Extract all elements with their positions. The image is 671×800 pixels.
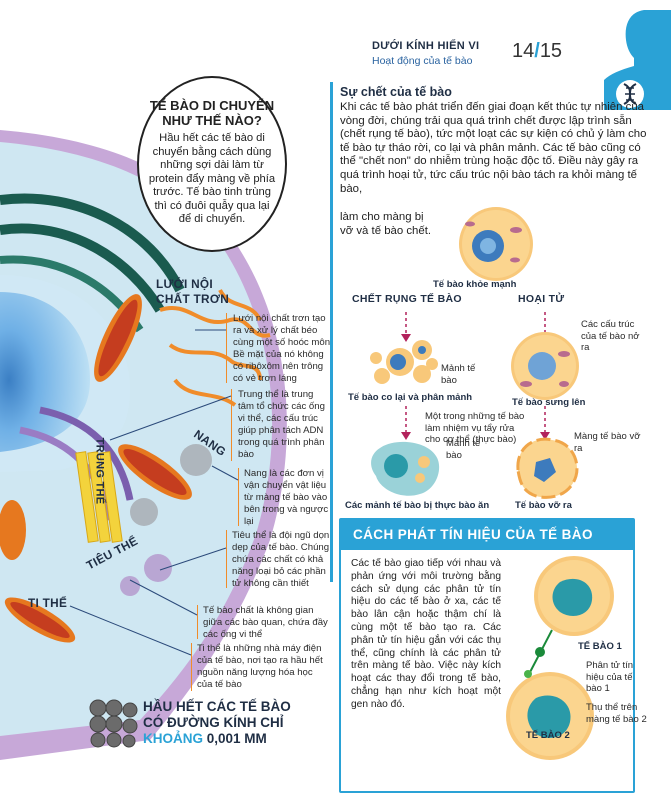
label-burst: Tế bào vỡ ra bbox=[515, 500, 572, 511]
label-receptor: Thụ thể trên màng tế bào 2 bbox=[586, 702, 647, 725]
human-silhouette-icon bbox=[604, 10, 671, 110]
label-phagocyte: Một trong những tế bào làm nhiệm vụ tẩy … bbox=[425, 411, 525, 445]
fact-line-3a: KHOẢNG bbox=[143, 731, 207, 746]
note-mitochondria: Ti thể là những nhà máy điện của tế bào,… bbox=[197, 643, 323, 690]
page-right: 15 bbox=[539, 40, 563, 62]
page-numbers: 14/15 bbox=[512, 40, 562, 63]
cell-cluster-icon bbox=[89, 699, 138, 748]
column-divider bbox=[330, 82, 333, 582]
death-text-2: làm cho màng bị bbox=[340, 211, 424, 223]
label-swollen: Tế bào sưng lên bbox=[512, 397, 586, 408]
note-bar bbox=[226, 530, 227, 588]
label-cell-2: TẾ BÀO 2 bbox=[526, 730, 570, 741]
label-fragment: Mảnh tế bào bbox=[441, 363, 476, 386]
leader-lines bbox=[69, 329, 239, 656]
label-healthy-cell: Tế bào khỏe mạnh bbox=[433, 279, 517, 290]
callout-title: TẾ BÀO DI CHUYỂN NHƯ THẾ NÀO? bbox=[149, 98, 275, 128]
signaling-text: Các tế bào giao tiếp với nhau và phản ứn… bbox=[351, 558, 501, 710]
label-necrosis: HOẠI TỬ bbox=[518, 293, 565, 305]
page-slash: / bbox=[534, 40, 540, 62]
fact-line-2: CÓ ĐƯỜNG KÍNH CHỈ bbox=[143, 715, 284, 730]
note-cytoplasm: Tế bào chất là không gian giữa các bào q… bbox=[203, 605, 328, 640]
label-eaten: Các mảnh tế bào bị thực bào ăn bbox=[345, 500, 490, 511]
note-smooth-er: Lưới nội chất trơn tạo ra và xử lý chất … bbox=[233, 313, 333, 384]
label-mitochondria: TI THỂ bbox=[28, 596, 68, 610]
death-text-3: vỡ và tế bào chết. bbox=[340, 225, 432, 237]
note-centriole: Trung thể là trung tâm tổ chức các ống v… bbox=[238, 389, 325, 460]
fact-cell-size: HẦU HẾT CÁC TẾ BÀO CÓ ĐƯỜNG KÍNH CHỈ KHO… bbox=[143, 699, 291, 747]
signaling-panel: CÁCH PHÁT TÍN HIỆU CỦA TẾ BÀO Các tế bào… bbox=[339, 518, 635, 793]
death-text: Khi các tế bào phát triển đến giai đoạn … bbox=[340, 101, 647, 195]
label-apoptosis: CHẾT RỤNG TẾ BÀO bbox=[352, 293, 462, 305]
callout-cell-movement: TẾ BÀO DI CHUYỂN NHƯ THẾ NÀO? Hầu hết cá… bbox=[137, 76, 287, 252]
fact-line-1: HẦU HẾT CÁC TẾ BÀO bbox=[143, 699, 291, 714]
signaling-header: CÁCH PHÁT TÍN HIỆU CỦA TẾ BÀO bbox=[341, 520, 633, 550]
death-title: Sự chết của tế bào bbox=[340, 85, 452, 99]
note-bar bbox=[197, 605, 198, 639]
note-bar bbox=[191, 643, 192, 691]
label-organelles-swell: Các cấu trúc của tế bào nở ra bbox=[581, 319, 640, 353]
note-vesicle: Nang là các đơn vị vận chuyển vật liệu t… bbox=[244, 468, 329, 527]
chapter-subtitle: Hoạt động của tế bào bbox=[372, 55, 473, 67]
label-signal-molecule: Phân tử tín hiệu của tế bào 1 bbox=[586, 660, 634, 694]
note-bar bbox=[231, 389, 232, 461]
fact-line-3b: 0,001 MM bbox=[206, 731, 267, 746]
cell-illustration bbox=[0, 130, 287, 760]
note-lysosome: Tiêu thể là đội ngũ dọn dẹp của tế bào. … bbox=[232, 530, 330, 589]
signaling-diagram bbox=[506, 556, 614, 760]
page-left: 14 bbox=[512, 40, 535, 62]
note-bar bbox=[226, 313, 227, 383]
label-fragment-2: Mảnh tế bào bbox=[446, 438, 481, 461]
label-shrunk-fragmented: Tế bào co lại và phân mảnh bbox=[348, 392, 473, 403]
callout-text: Hầu hết các tế bào di chuyển bằng cách d… bbox=[148, 132, 276, 225]
label-cell-1: TẾ BÀO 1 bbox=[578, 641, 622, 652]
cell-death-diagram bbox=[370, 207, 579, 499]
fact-line-3: KHOẢNG 0,001 MM bbox=[143, 731, 291, 747]
note-bar bbox=[238, 468, 239, 526]
label-membrane-burst: Màng tế bào vỡ ra bbox=[574, 431, 641, 454]
chapter-title: DƯỚI KÍNH HIỂN VI bbox=[372, 40, 480, 52]
label-smooth-er: LƯỚI NỘI CHẤT TRƠN bbox=[156, 277, 230, 306]
signaling-title: CÁCH PHÁT TÍN HIỆU CỦA TẾ BÀO bbox=[353, 527, 593, 542]
